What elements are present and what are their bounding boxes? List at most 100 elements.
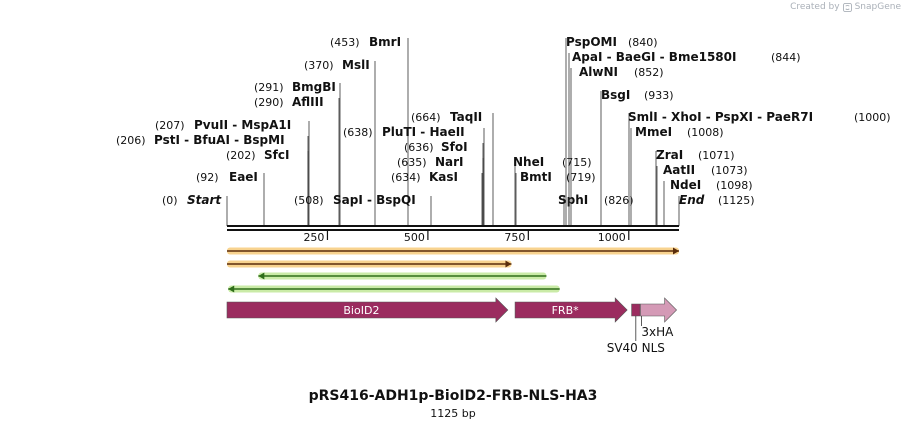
orf-orf3[interactable] (258, 272, 547, 280)
ruler-label-250: 250 (303, 231, 324, 244)
orf-orf4-arrow (228, 285, 235, 293)
site-sphi-position: (826) (604, 194, 634, 207)
site-alwni[interactable]: AlwNI(852) (570, 65, 664, 226)
site-pvuii-label: PvuII - MspA1I (194, 118, 291, 132)
site-apai-position: (844) (771, 51, 801, 64)
ruler-label-750: 750 (504, 231, 525, 244)
site-bsgi[interactable]: BsgI(933) (600, 88, 674, 226)
site-aatii-position: (1073) (711, 164, 748, 177)
site-pvuii[interactable]: PvuII - MspA1I (207) (155, 118, 310, 226)
site-pspomi-label: PspOMI (566, 35, 617, 49)
site-pspomi[interactable]: PspOMI (840) (565, 35, 658, 226)
orf-orf2-arrow (505, 260, 512, 268)
site-sapi[interactable]: SapI - BspQI(508) (294, 193, 432, 226)
site-sapi-label: SapI - BspQI (333, 193, 416, 207)
site-nari[interactable]: NarI(635) (397, 155, 484, 226)
site-sphi[interactable]: SphI(826) (558, 193, 634, 226)
site-sfoi-position: (636) (404, 141, 434, 154)
ruler: 250 500 750 1000 (303, 230, 630, 244)
orf-orf4[interactable] (228, 285, 560, 293)
site-bmri[interactable]: BmrI (453) (330, 35, 409, 226)
site-taqii-position: (664) (411, 111, 441, 124)
site-zrai-label: ZraI (656, 148, 683, 162)
site-end-position: (1125) (718, 194, 755, 207)
site-afliii-label: AflIII (292, 95, 324, 109)
feature-sv40-arrow (631, 303, 641, 317)
site-kasi[interactable]: KasI(634) (391, 170, 483, 226)
orf-orf3-arrow (258, 272, 265, 280)
site-nari-label: NarI (435, 155, 464, 169)
site-pluti[interactable]: PluTI - HaeII (638) (343, 125, 485, 226)
site-smli[interactable]: SmlI - XhoI - PspXI - PaeR7I(1000) (628, 110, 891, 226)
snapgene-credit: Created by SnapGene (790, 2, 901, 12)
site-pluti-position: (638) (343, 126, 373, 139)
features: BioID2 FRB* SV40 NLS 3xHA (226, 297, 678, 355)
feature-ha-arrow (640, 297, 678, 323)
snapgene-logo-icon (842, 2, 852, 12)
site-pvuii-position: (207) (155, 119, 185, 132)
site-ndei-position: (1098) (716, 179, 753, 192)
sequence-backbone (227, 225, 679, 231)
orf-orf2[interactable] (227, 260, 512, 268)
feature-ha-label: 3xHA (641, 325, 674, 339)
site-bsgi-label: BsgI (601, 88, 630, 102)
feature-frb-label: FRB* (552, 304, 580, 317)
feature-frb[interactable]: FRB* (514, 297, 628, 323)
site-eaei[interactable]: EaeI (92) (196, 170, 265, 226)
site-psti[interactable]: PstI - BfuAI - BspMI(206) (116, 133, 309, 226)
site-bmri-label: BmrI (369, 35, 401, 49)
feature-bioid2[interactable]: BioID2 (226, 297, 509, 323)
site-end[interactable]: End (1125) (678, 193, 755, 226)
site-mmei[interactable]: MmeI (1008) (630, 125, 724, 226)
ruler-label-1000: 1000 (598, 231, 626, 244)
site-kasi-position: (634) (391, 171, 421, 184)
site-aatii[interactable]: AatII (1073) (656, 163, 748, 226)
site-taqii-label: TaqII (450, 110, 482, 124)
site-bmti[interactable]: BmtI(719) (515, 170, 596, 226)
feature-bioid2-arrow (226, 297, 509, 323)
site-bmgbi[interactable]: BmgBI(291) (254, 80, 341, 226)
site-pluti-label: PluTI - HaeII (382, 125, 465, 139)
site-bmgbi-position: (291) (254, 81, 284, 94)
site-sfci[interactable]: SfcI(202) (226, 148, 309, 226)
site-taqii[interactable]: TaqII (664) (411, 110, 494, 226)
site-mmei-position: (1008) (687, 126, 724, 139)
site-apai[interactable]: ApaI - BaeGI - Bme1580I (844) (568, 50, 801, 226)
feature-bioid2-label: BioID2 (343, 304, 379, 317)
site-afliii[interactable]: AflIII(290) (254, 95, 340, 226)
site-end-label: End (679, 193, 705, 207)
site-start[interactable]: Start(0) (162, 193, 228, 226)
site-ndei[interactable]: NdeI (1098) (663, 178, 753, 226)
site-zrai-position: (1071) (698, 149, 735, 162)
site-nhei[interactable]: NheI (715) (513, 155, 592, 226)
ruler-label-500: 500 (404, 231, 425, 244)
site-eaei-label: EaeI (229, 170, 258, 184)
orf-orf1[interactable] (227, 247, 679, 255)
site-nhei-label: NheI (513, 155, 544, 169)
site-sfci-position: (202) (226, 149, 256, 162)
site-bmri-position: (453) (330, 36, 360, 49)
site-pspomi-position: (840) (628, 36, 658, 49)
site-zrai[interactable]: ZraI (1071) (655, 148, 735, 226)
site-smli-label: SmlI - XhoI - PspXI - PaeR7I (628, 110, 813, 124)
site-aatii-label: AatII (663, 163, 695, 177)
map-title: pRS416-ADH1p-BioID2-FRB-NLS-HA3 (308, 388, 598, 404)
site-apai-label: ApaI - BaeGI - Bme1580I (572, 50, 736, 64)
site-nhei-position: (715) (562, 156, 592, 169)
map-length: 1125 bp (430, 407, 476, 420)
site-msli[interactable]: MslI(370) (304, 58, 376, 226)
orf-orf1-arrow (673, 247, 679, 255)
feature-sv40-label: SV40 NLS (607, 341, 665, 355)
site-mmei-label: MmeI (635, 125, 672, 139)
site-eaei-position: (92) (196, 171, 219, 184)
restriction-sites: Start(0)EaeI (92) SfcI(202)PstI - BfuAI - … (116, 35, 891, 226)
feature-sv40[interactable]: SV40 NLS (607, 303, 665, 355)
site-sfoi[interactable]: SfoI(636) (404, 140, 484, 226)
feature-ha[interactable]: 3xHA (640, 297, 678, 339)
credit-prefix: Created by (790, 2, 840, 12)
site-alwni-label: AlwNI (579, 65, 618, 79)
orfs (227, 247, 679, 293)
site-msli-label: MslI (342, 58, 370, 72)
site-ndei-label: NdeI (670, 178, 701, 192)
